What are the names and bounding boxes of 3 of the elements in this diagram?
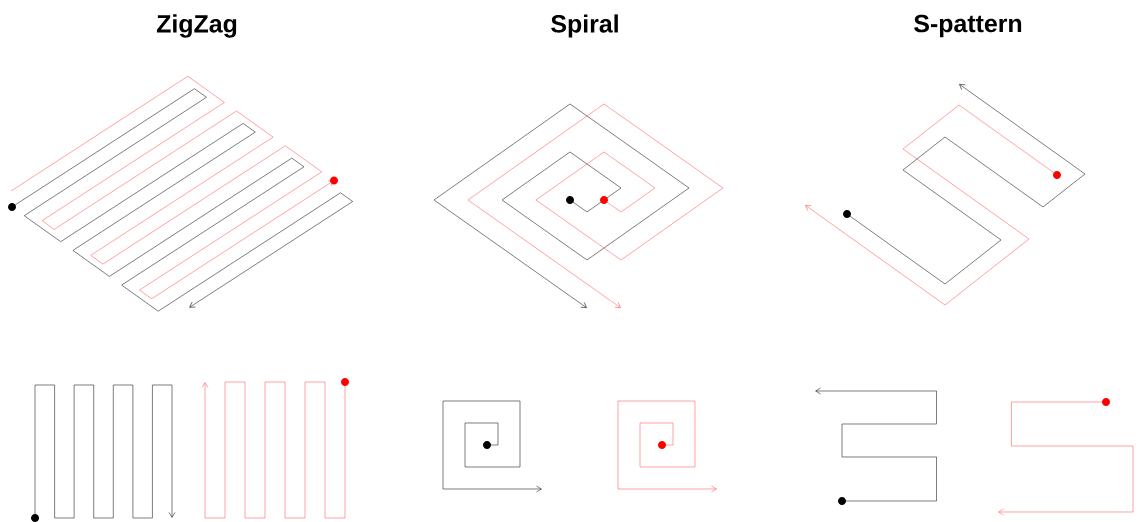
heading: ZigZag: [156, 14, 237, 38]
heading: Spiral: [551, 14, 618, 38]
heading: S-pattern: [914, 14, 1022, 38]
